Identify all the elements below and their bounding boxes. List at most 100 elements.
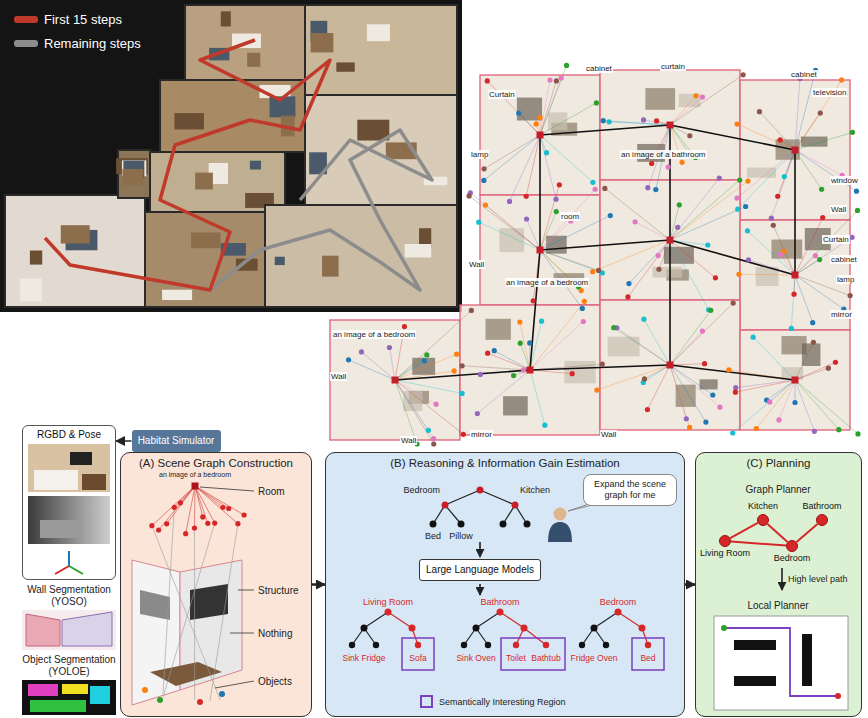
graph-edge xyxy=(152,526,220,701)
tree-node xyxy=(373,642,379,648)
graph-spoke xyxy=(540,189,595,250)
graph-label: an image of a bedroom xyxy=(332,330,416,339)
tree-node xyxy=(543,642,549,648)
scene-furniture xyxy=(801,137,828,147)
object-node xyxy=(157,697,163,703)
legend-text: Remaining steps xyxy=(44,36,141,51)
object-dot xyxy=(582,299,587,304)
object-dot xyxy=(641,117,646,122)
graph-label: cabinet xyxy=(830,255,858,264)
graph-spoke xyxy=(670,75,743,125)
graph-hub-line xyxy=(670,240,795,275)
graph-label: window xyxy=(830,176,859,185)
room-marker xyxy=(667,237,674,244)
interesting-region-box xyxy=(501,638,565,670)
graph-spoke xyxy=(670,331,702,365)
pose-axis xyxy=(68,551,70,566)
graph-spoke xyxy=(603,121,670,125)
graph-spoke xyxy=(670,365,720,407)
cabinet-object xyxy=(150,662,222,686)
object-dot xyxy=(653,187,658,192)
scene-furniture xyxy=(499,228,524,252)
tree-edge xyxy=(500,612,524,628)
remaining-trajectory xyxy=(210,130,432,290)
graph-spoke xyxy=(670,178,719,240)
graph-spoke xyxy=(395,380,434,444)
object-dot xyxy=(608,213,613,218)
object-dot xyxy=(542,423,547,428)
object-dot xyxy=(708,308,713,313)
graph-label: Wall xyxy=(830,205,847,214)
object-dot xyxy=(632,219,637,224)
graph-spoke xyxy=(670,181,748,240)
graph-spoke xyxy=(484,135,540,180)
object-dot xyxy=(547,77,552,82)
graph-spoke xyxy=(597,365,670,390)
map-furniture xyxy=(122,169,143,185)
graph-spoke xyxy=(670,180,740,240)
leader-line xyxy=(200,487,254,491)
object-dot xyxy=(553,197,558,202)
object-dot xyxy=(703,419,708,424)
scene-furniture xyxy=(608,337,640,357)
object-dot xyxy=(745,228,750,233)
object-dot xyxy=(602,186,607,191)
graph-node xyxy=(149,523,154,528)
graph-label: Curtain xyxy=(822,235,850,244)
object-dot xyxy=(527,340,532,345)
graph-hub-line xyxy=(669,240,671,365)
graph-edge xyxy=(167,486,195,524)
flow-arrow xyxy=(781,568,783,590)
scene-graph xyxy=(330,63,861,447)
graph-label: Wall xyxy=(600,430,617,439)
room-hypothesis: Bathroom xyxy=(480,597,519,607)
graph-node xyxy=(212,520,217,525)
object-dot xyxy=(517,319,522,324)
graph-spoke xyxy=(487,81,540,135)
room-hypothesis: Bedroom xyxy=(600,597,637,607)
object-dot xyxy=(492,348,497,353)
graph-spoke xyxy=(795,368,828,380)
object-dot xyxy=(826,366,831,371)
object-dot xyxy=(645,407,650,412)
map-furniture xyxy=(221,11,231,26)
map-furniture xyxy=(61,225,90,243)
tree-label: Bed xyxy=(425,531,441,541)
graph-spoke xyxy=(540,135,593,182)
object-dot xyxy=(481,178,486,183)
graph-edge xyxy=(195,486,244,515)
graph-hub-line xyxy=(530,250,540,370)
graph-spoke xyxy=(670,206,746,240)
room-node: Living Room xyxy=(719,535,731,547)
graph-spoke xyxy=(527,219,540,250)
tree-edge xyxy=(618,612,642,628)
graph-spoke xyxy=(609,122,670,125)
graph-label: Wall xyxy=(330,372,347,381)
object-dot xyxy=(516,111,521,116)
graph-edge xyxy=(163,507,174,694)
graph-spoke xyxy=(670,303,733,365)
object-dot xyxy=(594,100,599,105)
graph-node xyxy=(156,527,161,532)
object-dot xyxy=(710,392,715,397)
object-dot xyxy=(531,298,536,303)
graph-hub-line xyxy=(540,125,670,135)
graph-spoke xyxy=(670,240,708,245)
rgb-cabinet xyxy=(82,474,106,490)
object-dot xyxy=(346,357,351,362)
object-dot xyxy=(534,121,539,126)
tv-object xyxy=(190,584,228,620)
graph-spoke xyxy=(477,370,530,414)
module-label: Object Segmentation (YOLOE) xyxy=(22,654,116,677)
graph-hub-line xyxy=(669,125,671,240)
flow-arrow xyxy=(479,542,481,557)
connector xyxy=(312,583,325,586)
scene-furniture xyxy=(503,396,528,415)
graph-spoke xyxy=(739,274,795,276)
object-dot xyxy=(782,174,787,179)
map-room xyxy=(265,205,457,307)
callout-label: Nothing xyxy=(258,628,292,640)
graph-spoke xyxy=(530,370,545,425)
graph-spoke xyxy=(530,322,583,370)
tree-edge xyxy=(594,612,618,628)
